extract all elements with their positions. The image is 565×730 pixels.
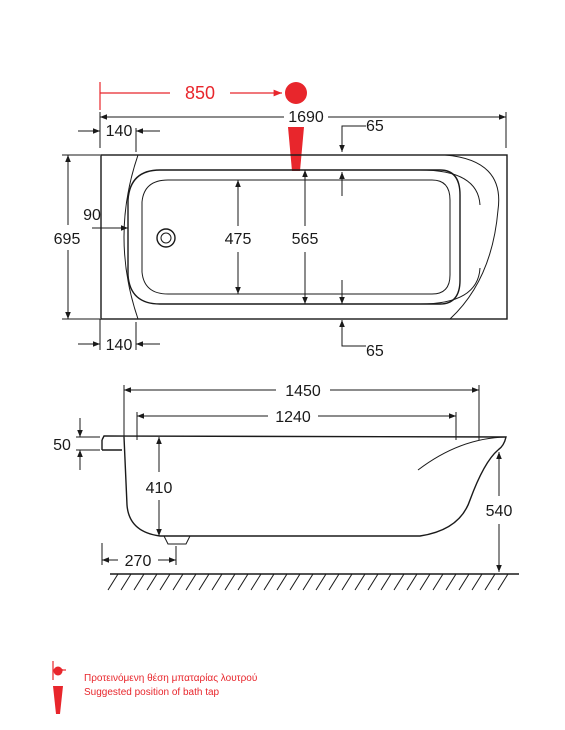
left-rim-bottom-label: 140 — [106, 337, 133, 354]
floor-hatch-line — [276, 573, 288, 591]
left-rim-bottom-dimension: 140 — [78, 319, 160, 354]
tap-offset-dimension: 850 — [99, 82, 282, 110]
floor-hatch-line — [406, 573, 418, 591]
floor-hatch-line — [250, 573, 262, 591]
floor-hatch-line — [185, 573, 197, 591]
leg-offset-label: 270 — [125, 553, 152, 570]
floor-hatch-line — [159, 573, 171, 591]
floor-hatch-line — [224, 573, 236, 591]
depth-dimension: 410 — [146, 437, 173, 536]
top-length-dimension: 1450 — [123, 383, 480, 440]
floor-hatch-line — [237, 573, 249, 591]
tap-icon — [285, 82, 307, 171]
overall-width-dimension: 695 — [54, 154, 100, 320]
floor-hatch-line — [133, 573, 145, 591]
floor-hatch-line — [211, 573, 223, 591]
floor-hatch-line — [393, 573, 405, 591]
side-view: 1450 1240 50 — [53, 383, 519, 591]
bottom-length-label: 1240 — [275, 409, 311, 426]
floor-hatch-line — [328, 573, 340, 591]
tap-offset-label: 850 — [185, 83, 215, 103]
basin-width-label: 565 — [292, 231, 319, 248]
basin-width-dimension: 565 — [292, 170, 319, 304]
floor-hatch-line — [289, 573, 301, 591]
total-height-label: 540 — [486, 503, 513, 520]
legend: Προτεινόμενη θέση μπαταρίας λουτρού Sugg… — [52, 661, 257, 714]
left-rim-top-dimension: 140 — [78, 123, 160, 152]
rim-height-dimension: 50 — [53, 418, 100, 470]
bottom-length-dimension: 1240 — [136, 409, 457, 440]
drain-offset-label: 90 — [83, 207, 101, 224]
total-height-dimension: 540 — [486, 452, 513, 572]
floor-hatch-line — [107, 573, 119, 591]
overall-length-label: 1690 — [288, 109, 324, 126]
floor-hatch-line — [315, 573, 327, 591]
floor-hatch-line — [341, 573, 353, 591]
overall-width-label: 695 — [54, 231, 81, 248]
floor-hatch-line — [497, 573, 509, 591]
legend-english-text: Suggested position of bath tap — [84, 687, 220, 698]
legend-greek-text: Προτεινόμενη θέση μπαταρίας λουτρού — [84, 672, 257, 684]
rim-height-label: 50 — [53, 437, 71, 454]
floor-hatch-line — [484, 573, 496, 591]
rim-bottom-dimension: 65 — [339, 280, 384, 360]
top-view: 850 1690 140 65 — [54, 82, 508, 360]
floor-hatch-line — [263, 573, 275, 591]
left-rim-top-label: 140 — [106, 123, 133, 140]
legend-tap-icon — [52, 661, 66, 714]
rim-top-label: 65 — [366, 118, 384, 135]
overall-length-dimension: 1690 — [99, 109, 507, 148]
drain-offset-dimension: 90 — [83, 207, 128, 231]
floor-hatch-line — [198, 573, 210, 591]
drain-icon — [156, 228, 176, 248]
floor-hatch-line — [120, 573, 132, 591]
top-length-label: 1450 — [285, 383, 321, 400]
inner-width-label: 475 — [225, 231, 252, 248]
floor-hatch-line — [367, 573, 379, 591]
floor-hatch-line — [419, 573, 431, 591]
tub-outline-top — [100, 154, 508, 320]
floor-hatch-line — [302, 573, 314, 591]
floor-hatch-line — [471, 573, 483, 591]
inner-width-dimension: 475 — [225, 180, 252, 294]
floor-hatch-line — [458, 573, 470, 591]
floor-hatch-line — [380, 573, 392, 591]
floor-hatching — [107, 573, 519, 591]
floor-hatch-line — [432, 573, 444, 591]
tub-outline-side — [101, 435, 507, 545]
depth-label: 410 — [146, 480, 173, 497]
rim-top-dimension: 65 — [339, 118, 384, 196]
floor-hatch-line — [172, 573, 184, 591]
floor-hatch-line — [146, 573, 158, 591]
rim-bottom-label: 65 — [366, 343, 384, 360]
leg-offset-dimension: 270 — [101, 543, 177, 570]
floor-hatch-line — [354, 573, 366, 591]
floor-hatch-line — [445, 573, 457, 591]
